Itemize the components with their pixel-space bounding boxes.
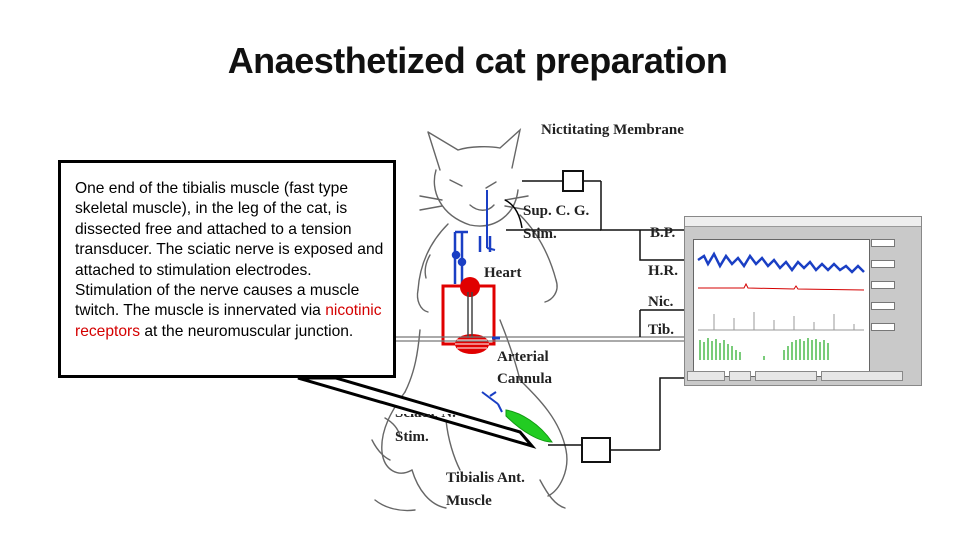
label-cannula: Cannula [497, 371, 553, 387]
arterial-cannula [395, 336, 684, 342]
label-arterial: Arterial [497, 349, 549, 365]
label-nictitating-membrane: Nictitating Membrane [541, 122, 684, 138]
ecg-electrodes [451, 230, 492, 284]
slide-title: Anaesthetized cat preparation [227, 40, 728, 81]
label-sup-cg-stim: Stim. [523, 226, 557, 242]
callout-pointer [297, 376, 537, 449]
label-sup-cg: Sup. C. G. [523, 203, 590, 219]
nic-trace [698, 312, 864, 331]
label-sciatic-stim: Stim. [395, 429, 429, 445]
tib-trace [699, 338, 829, 360]
callout-highlight-nicotinic-receptors: nicotinic receptors [75, 302, 382, 340]
wiring [506, 170, 684, 463]
label-tib: Tib. [648, 322, 674, 338]
recording-window-titlebar [685, 217, 921, 227]
tibialis-muscle [505, 409, 553, 443]
recording-traces-panel [693, 239, 870, 377]
label-nic: Nic. [648, 294, 674, 310]
callout-text-after: at the neuromuscular junction. [140, 322, 354, 340]
recording-status-bar [687, 370, 919, 382]
sciatic-electrode [481, 391, 503, 413]
callout-text-before: One end of the tibialis muscle (fast typ… [75, 180, 384, 320]
recording-software-window [684, 216, 922, 386]
label-heart: Heart [484, 265, 522, 281]
bp-trace [697, 251, 865, 274]
heart-diagram [441, 277, 496, 354]
cat-outline [371, 128, 568, 512]
explanation-callout: One end of the tibialis muscle (fast typ… [58, 160, 396, 378]
recording-side-controls [871, 239, 919, 361]
label-muscle: Muscle [446, 493, 492, 509]
recording-window-menubar [687, 227, 919, 237]
recording-traces [697, 251, 865, 360]
hr-trace [698, 282, 865, 291]
label-tibialis-ant: Tibialis Ant. [446, 470, 525, 486]
label-sciatic-n: Sciatic N. [395, 414, 456, 421]
label-hr: H.R. [648, 263, 678, 279]
label-bp: B.P. [650, 225, 676, 241]
